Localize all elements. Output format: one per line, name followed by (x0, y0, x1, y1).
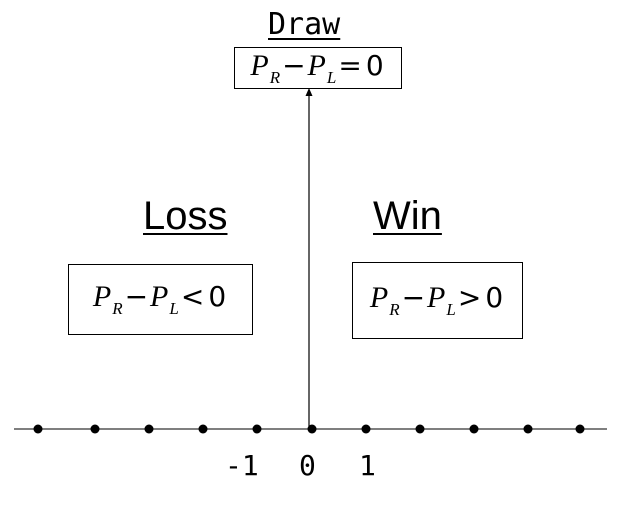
draw-formula: PR−PL=0 (250, 49, 385, 88)
formula-term-p: P (150, 280, 169, 313)
formula-rhs: 0 (208, 280, 227, 313)
formula-sub-r: R (389, 300, 400, 319)
formula-sub-l: L (446, 300, 456, 319)
number-line-points (33, 424, 585, 434)
formula-sub-r: R (269, 67, 281, 87)
number-line-point (252, 424, 262, 434)
formula-minus: − (282, 48, 306, 82)
number-line-point (469, 424, 479, 434)
number-line-point (523, 424, 533, 434)
loss-formula-box: PR−PL<0 (68, 264, 253, 335)
number-line-point (90, 424, 100, 434)
draw-heading: Draw (268, 7, 341, 42)
tick-label-one: 1 (359, 449, 376, 482)
formula-relation: = (338, 48, 362, 82)
formula-term-p: P (369, 281, 389, 314)
number-line-point (307, 424, 317, 434)
formula-term-p: P (92, 280, 112, 313)
formula-sub-l: L (169, 299, 179, 318)
win-formula-box: PR−PL>0 (352, 262, 523, 339)
number-line-point (33, 424, 43, 434)
tick-label-zero: 0 (299, 449, 316, 482)
number-line-point (575, 424, 585, 434)
formula-relation: < (180, 280, 205, 313)
tick-label-neg1: -1 (225, 449, 259, 482)
arrow-head-icon (305, 88, 313, 96)
loss-formula: PR−PL<0 (93, 280, 228, 319)
formula-minus: − (124, 280, 149, 313)
formula-relation: > (457, 281, 482, 314)
loss-heading: Loss (143, 194, 228, 238)
number-line-point (361, 424, 371, 434)
formula-sub-l: L (326, 67, 337, 87)
formula-sub-r: R (112, 299, 123, 318)
formula-term-p: P (427, 281, 446, 314)
formula-minus: − (401, 281, 426, 314)
formula-rhs: 0 (485, 281, 504, 314)
number-line-point (198, 424, 208, 434)
win-heading: Win (373, 194, 442, 238)
number-line-point (415, 424, 425, 434)
number-line-point (144, 424, 154, 434)
formula-term-p: P (307, 48, 326, 82)
win-formula: PR−PL>0 (370, 281, 505, 320)
formula-term-p: P (250, 48, 269, 82)
formula-rhs: 0 (365, 48, 384, 82)
draw-formula-box: PR−PL=0 (234, 47, 402, 89)
